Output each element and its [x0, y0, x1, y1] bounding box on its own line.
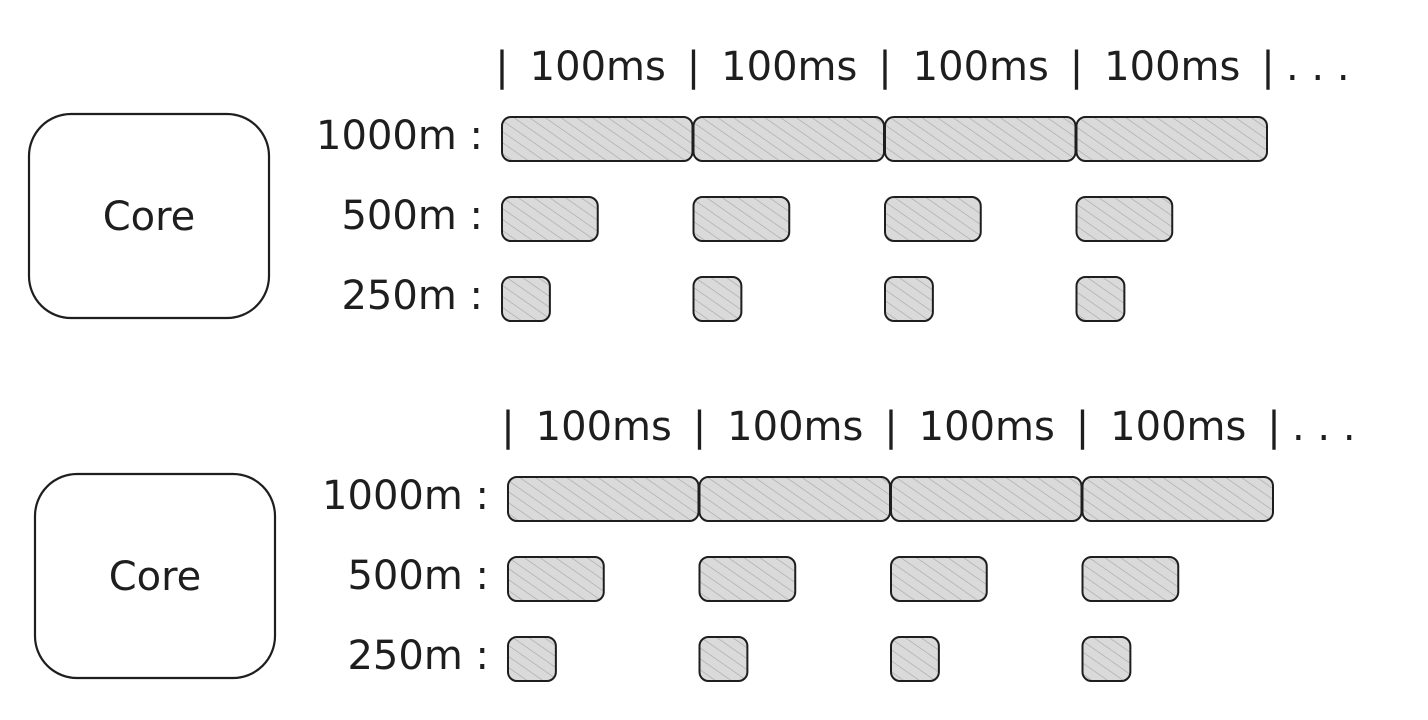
quota-bar	[698, 636, 749, 682]
quota-row-label: 1000m :	[322, 473, 489, 519]
quota-bar	[1075, 196, 1174, 242]
core-label: Core	[103, 194, 196, 240]
timeline-tick: |	[693, 404, 706, 450]
quota-bar	[698, 476, 891, 522]
interval-label: 100ms	[721, 44, 857, 90]
quota-bar	[1081, 476, 1274, 522]
quota-bar	[884, 116, 1077, 162]
timeline-tick: |	[1076, 404, 1089, 450]
quota-bar	[890, 476, 1083, 522]
quota-bar	[507, 636, 557, 682]
timeline-continuation: . . .	[1292, 404, 1356, 450]
quota-bar	[501, 196, 599, 242]
timeline-continuation: . . .	[1286, 44, 1350, 90]
quota-bar	[884, 196, 982, 242]
quota-bar	[698, 556, 797, 602]
quota-bar	[507, 556, 605, 602]
quota-bar	[507, 476, 700, 522]
quota-row-label: 500m :	[341, 193, 483, 239]
interval-label: 100ms	[1110, 404, 1246, 450]
timeline-tick: |	[878, 44, 891, 90]
timeline-tick: |	[1267, 404, 1280, 450]
timeline-tick: |	[501, 404, 514, 450]
quota-bar	[890, 636, 940, 682]
timeline-tick: |	[1261, 44, 1274, 90]
cpu-quota-group-1: Core | | | | | 100ms 100ms 100ms 100ms . . . 1000m …	[27, 44, 1350, 322]
quota-row-label: 250m :	[347, 633, 489, 679]
timeline-tick: |	[495, 44, 508, 90]
quota-bar	[692, 196, 791, 242]
timeline-tick: |	[1070, 44, 1083, 90]
interval-label: 100ms	[913, 44, 1049, 90]
quota-row-label: 1000m :	[316, 113, 483, 159]
interval-label: 100ms	[727, 404, 863, 450]
quota-row-label: 250m :	[341, 273, 483, 319]
quota-bar	[890, 556, 988, 602]
quota-bar	[884, 276, 934, 322]
quota-bar	[1081, 556, 1180, 602]
quota-bar	[692, 276, 743, 322]
interval-label: 100ms	[536, 404, 672, 450]
timeline-tick: |	[884, 404, 897, 450]
quota-bar	[1081, 636, 1132, 682]
quota-bar	[501, 276, 551, 322]
interval-label: 100ms	[1104, 44, 1240, 90]
quota-bar	[1075, 276, 1126, 322]
cpu-quota-group-2: Core | | | | | 100ms 100ms 100ms 100ms . . . 1000m …	[33, 404, 1356, 682]
core-label: Core	[109, 554, 202, 600]
quota-row-label: 500m :	[347, 553, 489, 599]
quota-bar	[1075, 116, 1268, 162]
core-box	[33, 472, 277, 680]
core-box	[27, 112, 271, 320]
quota-bar	[692, 116, 885, 162]
interval-label: 100ms	[530, 44, 666, 90]
timeline-tick: |	[687, 44, 700, 90]
interval-label: 100ms	[919, 404, 1055, 450]
quota-bar	[501, 116, 694, 162]
